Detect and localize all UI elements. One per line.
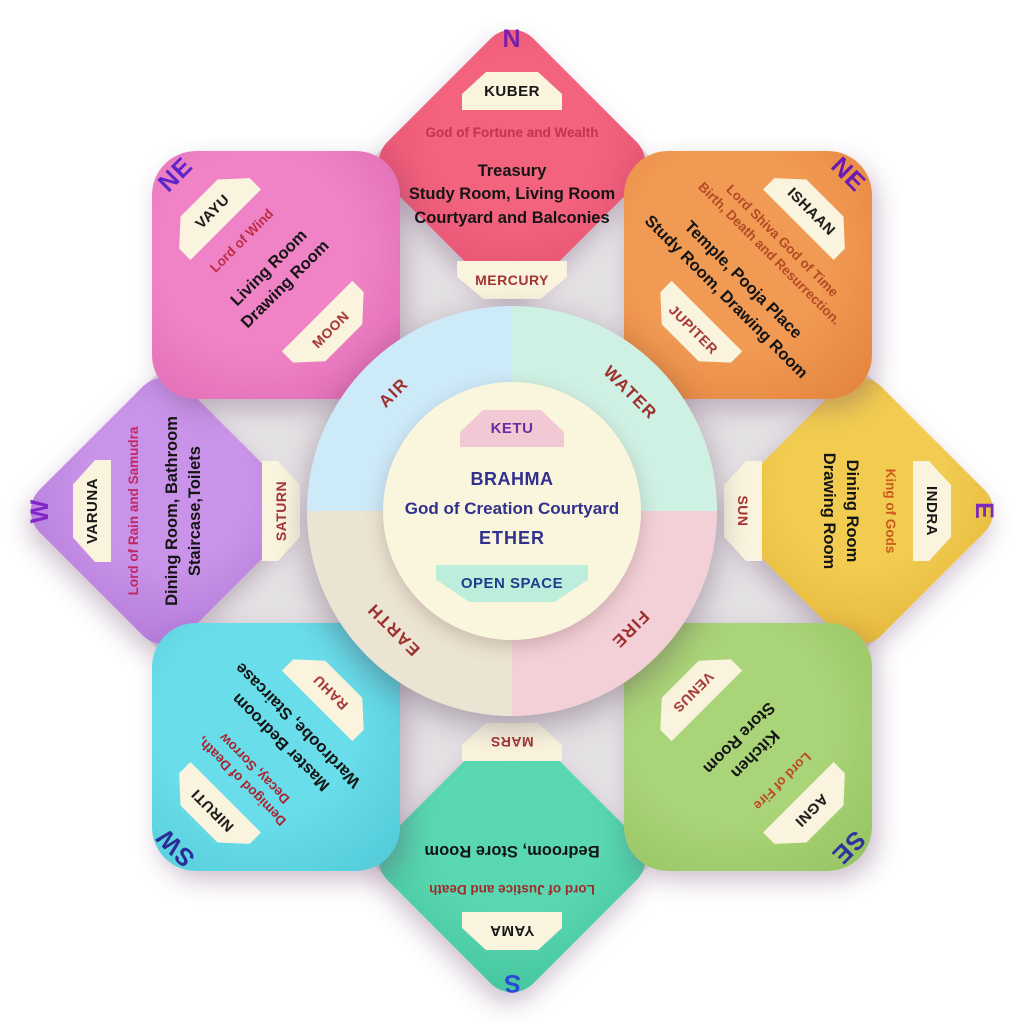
deity-description: Lord of Rain and Samudra bbox=[126, 426, 141, 596]
ketu-label: KETU bbox=[490, 420, 534, 437]
deity-name: VAYU bbox=[191, 190, 233, 232]
planet-name: MARS bbox=[490, 734, 534, 750]
deity-description: God of Fortune and Wealth bbox=[425, 125, 599, 140]
direction-label-east: E bbox=[970, 502, 998, 520]
center-deity-description: God of Creation Courtyard bbox=[404, 499, 620, 518]
deity-name: KUBER bbox=[484, 82, 540, 100]
ring-label-air: AIR bbox=[374, 373, 413, 412]
deity-description: King of Gods bbox=[883, 468, 898, 554]
petal-north-east-shape bbox=[624, 151, 872, 399]
deity-name: YAMA bbox=[489, 922, 535, 940]
planet-name: SATURN bbox=[273, 480, 289, 542]
deity-badge-kuber: KUBER bbox=[462, 72, 562, 110]
petal-south-west-shape bbox=[152, 623, 400, 871]
direction-label-west: W bbox=[26, 498, 54, 524]
planet-name: MERCURY bbox=[475, 272, 549, 288]
deity-name: VARUNA bbox=[83, 477, 101, 545]
rooms-list: Dining Room Drawing Room bbox=[819, 452, 862, 570]
deity-badge-yama: YAMA bbox=[462, 912, 562, 950]
ring-label-fire: FIRE bbox=[607, 606, 653, 652]
planet-badge-venus: VENUS bbox=[645, 644, 743, 742]
direction-label-north-east: NE bbox=[825, 151, 872, 198]
ring-label-earth: EARTH bbox=[363, 599, 424, 660]
planet-badge-moon: MOON bbox=[282, 281, 380, 379]
rooms-list: Dining Room, Bathroom Staircase,Toilets bbox=[162, 416, 205, 606]
ketu-badge: KETU bbox=[460, 410, 564, 447]
planet-name: VENUS bbox=[669, 668, 718, 717]
deity-description: Lord of Justice and Death bbox=[429, 882, 595, 897]
direction-label-south-west: SW bbox=[150, 822, 201, 873]
deity-name: ISHAAN bbox=[784, 183, 840, 239]
rooms-list: Treasury Study Room, Living Room Courtya… bbox=[408, 161, 616, 228]
center-element-label: ETHER bbox=[478, 528, 545, 548]
direction-label-north: N bbox=[502, 25, 522, 53]
deity-name: INDRA bbox=[923, 486, 941, 536]
center-circle: KETU BRAHMA God of Creation Courtyard ET… bbox=[383, 382, 641, 640]
ring-label-water: WATER bbox=[599, 362, 661, 424]
direction-label-north-west: NE bbox=[152, 151, 199, 198]
petal-north-west-shape bbox=[152, 151, 400, 399]
planet-name: JUPITER bbox=[665, 301, 722, 358]
deity-name: AGNI bbox=[791, 790, 832, 831]
petal-south-east-shape bbox=[624, 623, 872, 871]
open-space-label: OPEN SPACE bbox=[460, 575, 564, 592]
planet-name: SUN bbox=[735, 495, 751, 527]
direction-label-south: S bbox=[503, 969, 521, 997]
planet-name: RAHU bbox=[309, 671, 352, 714]
deity-name: NIRUTI bbox=[187, 785, 238, 836]
open-space-badge: OPEN SPACE bbox=[436, 565, 588, 602]
deity-badge-indra: INDRA bbox=[913, 461, 951, 561]
rooms-list: Bedroom, Store Room bbox=[424, 842, 600, 861]
center-deity-name: BRAHMA bbox=[470, 469, 554, 489]
deity-badge-varuna: VARUNA bbox=[73, 460, 111, 562]
planet-name: MOON bbox=[308, 307, 353, 352]
direction-label-south-east: SE bbox=[826, 825, 871, 870]
